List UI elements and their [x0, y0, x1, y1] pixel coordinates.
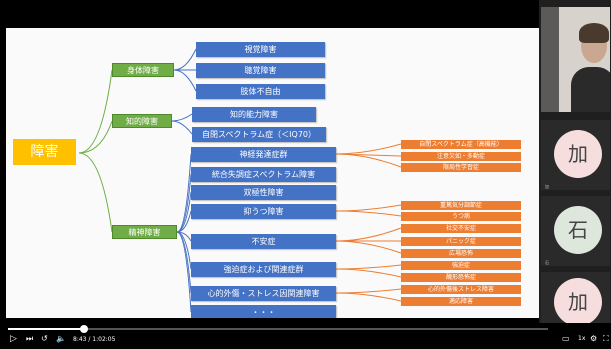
volume-icon[interactable]: 🔈: [56, 334, 66, 343]
time-display: 8:43 / 1:02:05: [73, 336, 116, 343]
sub-asd-high-functioning: 自閉スペクトラム症（高機能）: [401, 140, 521, 149]
connector-lines: [78, 48, 402, 313]
avatar: 加: [554, 278, 602, 326]
item-anxiety: 不安症: [191, 234, 336, 249]
sub-adjustment: 適応障害: [401, 297, 521, 306]
item-depressive: 抑うつ障害: [191, 204, 336, 219]
sub-dmdd: 重篤気分調節症: [401, 201, 521, 210]
fullscreen-icon[interactable]: ⛶: [603, 334, 609, 343]
item-physical-disability: 肢体不自由: [196, 84, 325, 99]
sub-learning-disorder: 限局性学習症: [401, 163, 521, 172]
speed-button[interactable]: 1x: [578, 335, 586, 342]
item-trauma-related: 心的外傷・ストレス因関連障害: [191, 286, 336, 301]
sub-agoraphobia: 広場恐怖: [401, 249, 521, 258]
avatar: 石: [554, 206, 602, 254]
participant-name: 加: [545, 184, 549, 189]
sub-ptsd: 心的外傷後ストレス障害: [401, 285, 521, 294]
player-controls: ▷ ⏭ ↺ 🔈 8:43 / 1:02:05 ▭ 1x ⚙ ⛶: [0, 323, 611, 349]
sub-adhd: 注意欠如・多動症: [401, 152, 521, 161]
avatar: 加: [554, 130, 602, 178]
item-visual-impairment: 視覚障害: [196, 42, 325, 57]
item-intellectual-disability: 知的能力障害: [192, 107, 316, 122]
item-bipolar: 双極性障害: [191, 185, 336, 200]
category-intellectual: 知的障害: [112, 114, 172, 128]
progress-handle[interactable]: [79, 325, 88, 333]
skip-next-icon[interactable]: ⏭: [26, 334, 34, 343]
person-body: [571, 67, 610, 112]
settings-icon[interactable]: ⚙: [590, 334, 598, 343]
item-neurodevelopmental: 神経発達症群: [191, 147, 336, 162]
participant-tile[interactable]: 加 加: [541, 120, 610, 190]
root-node: 障害: [13, 139, 76, 165]
category-mental: 精神障害: [112, 225, 177, 239]
sub-bdd: 醜形恐怖症: [401, 273, 521, 282]
sub-ocd: 強迫症: [401, 261, 521, 270]
category-physical: 身体障害: [112, 63, 174, 77]
person-hair: [579, 23, 609, 43]
captions-icon[interactable]: ▭: [562, 334, 570, 343]
progress-track[interactable]: [8, 325, 548, 333]
participant-tile[interactable]: 石 石: [541, 196, 610, 266]
sub-major-depression: うつ病: [401, 212, 521, 221]
camera-video: [541, 7, 610, 112]
sub-panic: パニック症: [401, 237, 521, 246]
item-ellipsis: ・・・: [191, 305, 336, 318]
participant-name: 石: [545, 260, 549, 265]
item-schizophrenia-spectrum: 統合失調症スペクトラム障害: [191, 167, 336, 182]
item-hearing-impairment: 聴覚障害: [196, 63, 325, 78]
participant-sidebar: 加 加 石 石 加 加: [539, 0, 611, 349]
slide: 障害 身体障害 知的障害 精神障害 視覚障害 聴覚障害 肢体不自由 知的能力障害…: [6, 28, 539, 318]
progress-fill: [8, 328, 84, 330]
item-asd-low-iq: 自閉スペクトラム症（＜IQ70）: [192, 127, 326, 142]
play-icon[interactable]: ▷: [10, 334, 17, 344]
replay-10-icon[interactable]: ↺: [41, 334, 48, 343]
sub-social-anxiety: 社交不安症: [401, 224, 521, 233]
item-ocd-related: 強迫症および関連症群: [191, 262, 336, 277]
